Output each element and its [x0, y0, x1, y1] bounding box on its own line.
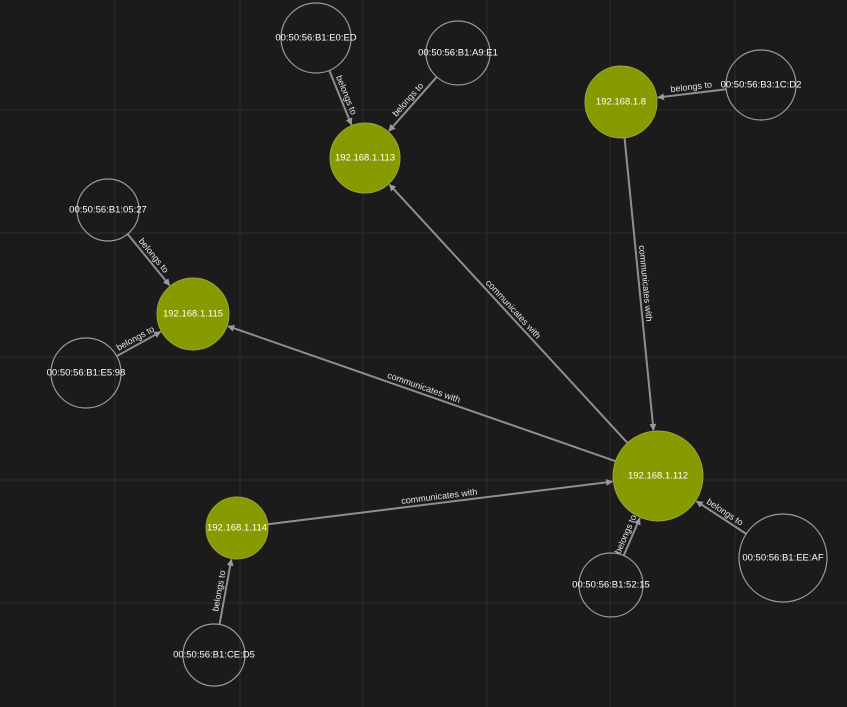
edge-n112-n115: [227, 324, 616, 463]
edges-layer: [116, 70, 747, 625]
node-label: 00:50:56:B3:1C:D2: [721, 80, 802, 91]
edge-label: communicates with: [386, 370, 462, 405]
edge-label: belongs to: [705, 496, 745, 527]
node-label: 00:50:56:B1:E5:98: [47, 368, 126, 379]
node-label: 192.168.1.115: [163, 309, 223, 320]
mac-node-mEEAF[interactable]: 00:50:56:B1:EE:AF: [738, 513, 828, 603]
edge-n112-n113: [388, 183, 629, 444]
edge-mE0ED-n113: [328, 70, 353, 126]
ip-node-circle[interactable]: [612, 430, 704, 522]
ip-node-n112[interactable]: 192.168.1.112: [612, 430, 704, 522]
node-label: 192.168.1.112: [628, 471, 688, 482]
mac-node-circle[interactable]: [725, 49, 797, 121]
nodes-layer: 192.168.1.112 192.168.1.113 192.168.1.115 1…: [47, 2, 828, 687]
edge-m0527-n115: [126, 233, 171, 286]
mac-node-circle[interactable]: [578, 552, 644, 618]
mac-node-mE0ED[interactable]: 00:50:56:B1:E0:ED: [275, 2, 357, 74]
edge-label: belongs to: [390, 81, 425, 119]
node-label: 192.168.1.8: [596, 97, 646, 108]
ip-node-circle[interactable]: [205, 496, 269, 560]
ip-node-circle[interactable]: [584, 65, 658, 139]
mac-node-m5215[interactable]: 00:50:56:B1:52:15: [572, 552, 650, 618]
edge-n18-n112: [623, 137, 657, 431]
edge-mCED5-n114: [218, 558, 234, 625]
node-label: 00:50:56:B1:CE:D5: [173, 650, 255, 661]
ip-node-n18[interactable]: 192.168.1.8: [584, 65, 658, 139]
mac-node-mE598[interactable]: 00:50:56:B1:E5:98: [47, 337, 126, 409]
edge-mE598-n115: [116, 330, 162, 357]
mac-node-mCED5[interactable]: 00:50:56:B1:CE:D5: [173, 623, 255, 687]
mac-node-circle[interactable]: [738, 513, 828, 603]
edge-m1CD2-n18: [657, 88, 727, 101]
ip-node-n115[interactable]: 192.168.1.115: [156, 277, 230, 351]
node-label: 192.168.1.114: [207, 523, 267, 534]
ip-node-circle[interactable]: [156, 277, 230, 351]
edge-label: belongs to: [670, 79, 712, 94]
edge-mEEAF-n112: [695, 500, 747, 535]
ip-node-n113[interactable]: 192.168.1.113: [329, 122, 401, 194]
edge-m5215-n112: [622, 517, 641, 557]
node-label: 00:50:56:B1:52:15: [572, 580, 650, 591]
node-label: 00:50:56:B1:A9:E1: [418, 48, 498, 59]
mac-node-circle[interactable]: [425, 20, 491, 86]
edge-label: belongs to: [137, 236, 171, 274]
mac-node-mA9E1[interactable]: 00:50:56:B1:A9:E1: [418, 20, 498, 86]
mac-node-m1CD2[interactable]: 00:50:56:B3:1C:D2: [721, 49, 802, 121]
mac-node-circle[interactable]: [280, 2, 352, 74]
ip-node-n114[interactable]: 192.168.1.114: [205, 496, 269, 560]
mac-node-m0527[interactable]: 00:50:56:B1:05:27: [69, 178, 147, 242]
mac-node-circle[interactable]: [50, 337, 122, 409]
mac-node-circle[interactable]: [182, 623, 246, 687]
edge-mA9E1-n113: [388, 76, 438, 132]
node-label: 00:50:56:B1:E0:ED: [275, 33, 356, 44]
edge-n114-n112: [267, 478, 614, 526]
mac-node-circle[interactable]: [76, 178, 140, 242]
edge-label: communicates with: [484, 278, 543, 341]
ip-node-circle[interactable]: [329, 122, 401, 194]
node-label: 192.168.1.113: [335, 153, 395, 164]
node-label: 00:50:56:B1:05:27: [69, 205, 147, 216]
node-label: 00:50:56:B1:EE:AF: [742, 553, 824, 564]
